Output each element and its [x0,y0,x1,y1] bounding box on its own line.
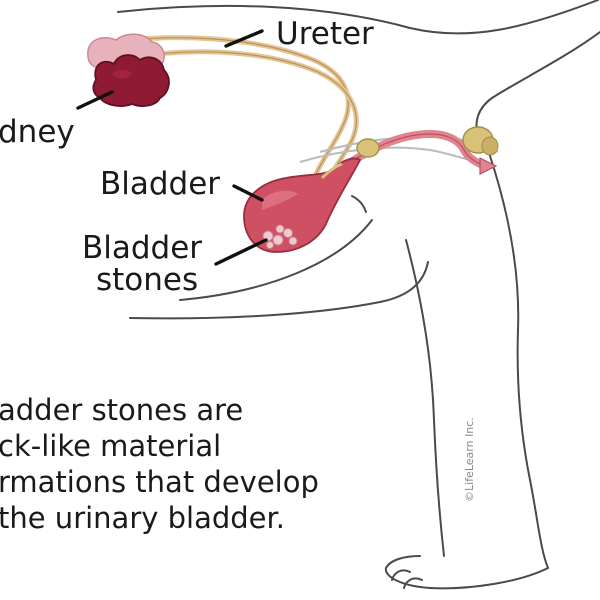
prostate-gland [356,138,380,158]
ureter-tube-right-edge [127,51,357,181]
bladder-highlight [262,190,298,210]
bladder-stone [288,236,298,246]
ureters [102,35,359,183]
gland-right-lobe [481,136,499,156]
ureter-label: Ureter [276,16,374,52]
leader-lines [76,29,268,266]
dog-rear-leg-back [487,149,549,569]
dog-paw-toe-2 [403,577,423,589]
dog-flank-curve [179,219,373,301]
kidney-label: dney [0,114,75,150]
ureter-leader [224,29,264,48]
bladder-stone [272,234,284,246]
dog-back-line [117,0,599,35]
dog-outline [117,0,600,590]
kidney-leader [76,90,114,110]
bladder-stone [283,228,293,238]
caption-line-4: the urinary bladder. [0,501,285,535]
bladder-label: Bladder [100,166,220,202]
bladder-stones-label-line2: stones [96,262,198,298]
kidney-front [92,54,170,107]
kidney-highlight [112,69,132,79]
caption: adder stones are ck-like material rmatio… [0,393,319,535]
caption-line-3: rmations that develop [0,465,319,499]
caption-line-1: adder stones are [0,393,243,427]
bladder-stones [262,224,298,249]
bladder-stone [266,241,274,249]
dog-hind-paw [384,555,549,590]
bladder-stone [275,224,285,234]
copyright-text: ©LifeLearn Inc. [463,417,476,502]
bladder [243,157,362,253]
bladder-neck [320,162,343,180]
bladder-leader [232,184,264,202]
ureter-tube-left-edge [104,37,349,175]
dog-paw-toe-1 [391,569,411,581]
dog-tail-line [475,31,600,135]
bladder-stones-leader [214,238,268,266]
bladder-organ [243,157,362,253]
caption-line-2: ck-like material [0,429,221,463]
kidneys [87,33,170,107]
urethra-system [299,126,499,175]
bladder-stones-label-line1: Bladder [82,230,202,266]
dog-belly-line [129,261,429,320]
urethra-tip [479,157,498,175]
dog-thigh-front [405,239,445,557]
dog-body-fold [351,195,367,213]
